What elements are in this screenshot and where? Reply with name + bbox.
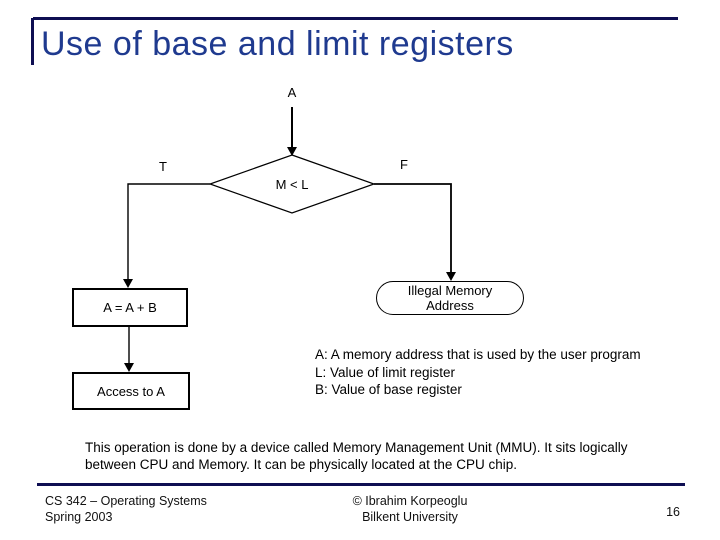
process-box-access: Access to A xyxy=(72,372,190,410)
legend-line-b: B: Value of base register xyxy=(315,382,462,397)
title-left-tick-line xyxy=(31,18,34,65)
flow-input-label: A xyxy=(287,85,297,100)
footer-course-name: CS 342 – Operating Systems xyxy=(45,494,207,508)
footer-course-block: CS 342 – Operating Systems Spring 2003 xyxy=(45,494,207,525)
page-title: Use of base and limit registers xyxy=(41,25,514,63)
legend-block: A: A memory address that is used by the … xyxy=(315,346,695,399)
process-box-add-label: A = A + B xyxy=(103,300,157,315)
legend-line-a: A: A memory address that is used by the … xyxy=(315,347,641,362)
decision-diamond xyxy=(208,154,376,214)
footer-author-university: Bilkent University xyxy=(362,509,458,524)
terminator-line1: Illegal Memory xyxy=(407,283,493,298)
note-line2: between CPU and Memory. It can be physic… xyxy=(85,457,517,472)
legend-line-l: L: Value of limit register xyxy=(315,364,456,380)
terminator-line2: Address xyxy=(426,298,474,313)
process-box-access-label: Access to A xyxy=(97,383,165,399)
footer-page-number: 16 xyxy=(666,505,680,519)
footer-author-block: © Ibrahim Korpeoglu Bilkent University xyxy=(290,494,530,525)
top-rule-line xyxy=(33,17,678,20)
note-line1: This operation is done by a device calle… xyxy=(85,440,628,455)
footer-course-term: Spring 2003 xyxy=(45,509,113,524)
arrowhead-false xyxy=(446,272,456,281)
arrowhead-a xyxy=(287,147,297,156)
flow-true-label: T xyxy=(159,159,167,174)
footer-author-name: © Ibrahim Korpeoglu xyxy=(352,494,468,508)
note-paragraph: This operation is done by a device calle… xyxy=(85,439,685,473)
footer-rule-line xyxy=(37,483,685,486)
arrowhead-true xyxy=(123,279,133,288)
true-branch-line xyxy=(127,183,210,281)
process-box-add: A = A + B xyxy=(72,288,188,327)
false-branch-line xyxy=(374,183,452,274)
decision-condition-text: M < L xyxy=(275,177,309,192)
arrowhead-access xyxy=(124,363,134,372)
flow-false-label: F xyxy=(400,157,408,172)
terminator-illegal-memory: Illegal Memory Address xyxy=(376,281,524,315)
